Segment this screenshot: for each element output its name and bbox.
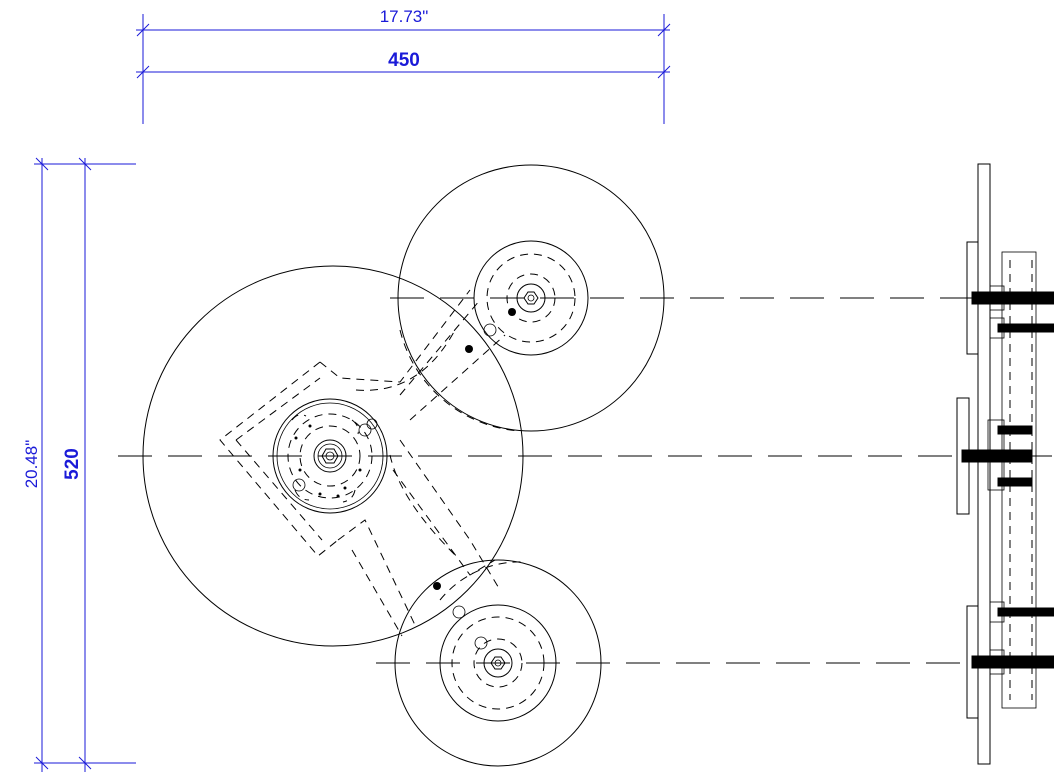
center-lines (118, 297, 1054, 664)
height-mm-label: 520 (62, 448, 83, 480)
height-dimension: 20.48" 520 (22, 157, 136, 772)
upper-hub (465, 240, 589, 356)
central-hub (272, 398, 388, 514)
width-inches-label: 17.73" (380, 7, 429, 26)
height-inches-label: 20.48" (22, 440, 41, 489)
width-mm-label: 450 (388, 50, 420, 71)
width-dimension: 17.73" 450 (136, 7, 671, 124)
upper-pad-outline (397, 164, 665, 432)
large-pad-outline (142, 265, 524, 647)
lower-pad-outline (394, 559, 602, 767)
mounting-plate-hidden-lines (219, 289, 506, 637)
bolt-lower (971, 601, 1054, 675)
lower-hub (433, 582, 557, 722)
side-elevation-view (956, 163, 1054, 765)
bolt-middle (961, 419, 1033, 491)
plan-view (142, 164, 665, 767)
bolt-upper (971, 285, 1054, 339)
